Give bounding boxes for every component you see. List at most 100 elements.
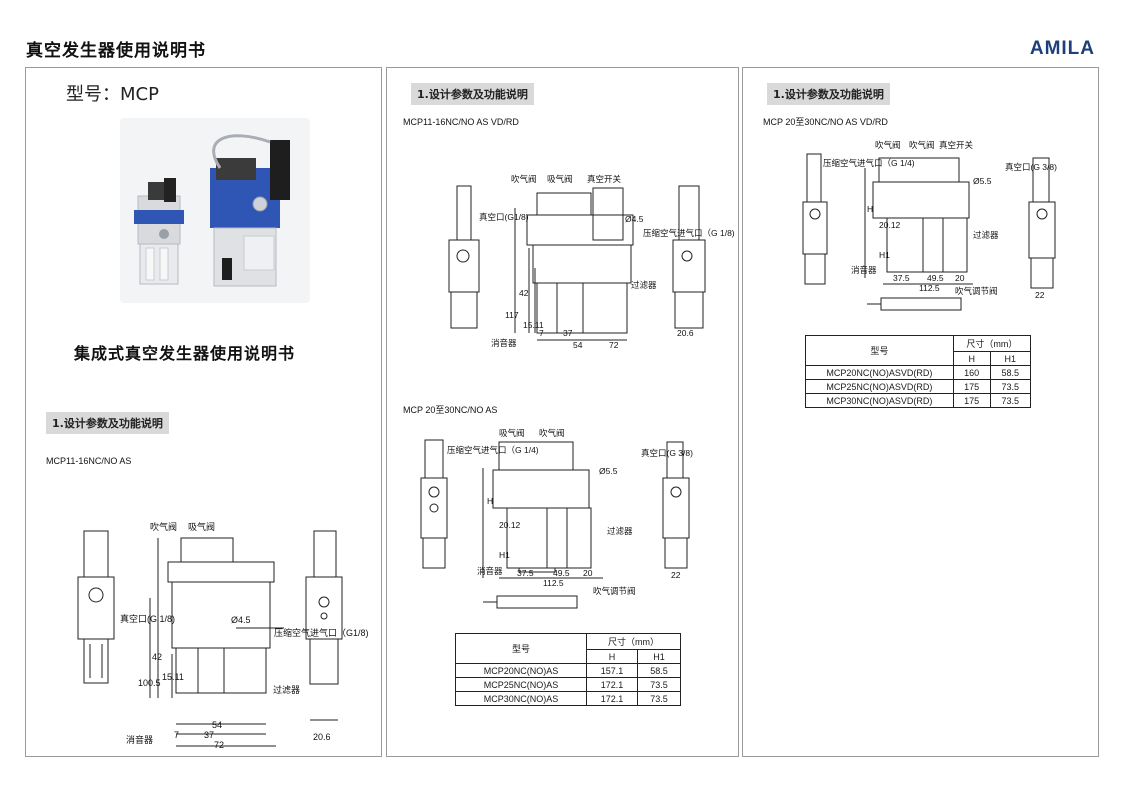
table-header-h: H <box>952 351 991 366</box>
label-pressure-inlet: 压缩空气进气口（G 1/4) <box>823 158 915 168</box>
table-header-size: 尺寸（mm） <box>952 335 1032 352</box>
dim-20: 20 <box>955 273 965 283</box>
label-blow-valve: 吹气阀 <box>909 140 935 150</box>
dim-20: 20 <box>583 568 593 578</box>
brand-logo: AMILA <box>1029 38 1095 59</box>
dim-54: 54 <box>573 340 583 350</box>
dim-22: 22 <box>671 570 681 580</box>
dim-37-5: 37.5 <box>893 273 910 283</box>
table-row: MCP25NC(NO)AS 172.1 73.5 <box>455 677 682 692</box>
label-blow-valve: 吹气阀 <box>150 521 177 532</box>
diagram-caption: MCP11-16NC/NO AS VD/RD <box>403 117 519 127</box>
dim-H1: H1 <box>499 550 510 560</box>
panel-design-params-2: 1.设计参数及功能说明 MCP11-16NC/NO AS VD/RD 吹气阀 吸… <box>386 67 739 757</box>
label-blow-valve-top: 吹气阀 <box>875 140 901 150</box>
dim-112-5: 112.5 <box>919 283 940 293</box>
dimension-table: 型号 尺寸（mm） H H1 MCP20NC(NO)ASVD(RD) 160 5… <box>805 335 1032 408</box>
dim-72: 72 <box>214 740 224 748</box>
label-suction-valve: 吸气阀 <box>547 174 573 184</box>
product-photo <box>120 118 310 303</box>
diagram-caption-2: MCP 20至30NC/NO AS <box>403 405 498 415</box>
diagram-caption: MCP11-16NC/NO AS <box>46 456 132 466</box>
label-pressure-inlet: 压缩空气进气口（G 1/4) <box>447 445 539 455</box>
label-vacuum-port: 真空口(G 1/8) <box>120 613 175 624</box>
dim-15-11: 15.11 <box>162 672 184 682</box>
dimension-table: 型号 尺寸（mm） H H1 MCP20NC(NO)AS 157.1 58.5 … <box>455 633 682 706</box>
dimension-diagram-mcp20-30-vd-rd: 吹气阀 吹气阀 真空开关 压缩空气进气口（G 1/4) 真空口(G 3/8) 过… <box>802 140 1057 311</box>
dim-54: 54 <box>212 720 222 730</box>
dim-22: 22 <box>1035 290 1045 300</box>
label-filter: 过滤器 <box>631 280 657 290</box>
dim-37-5: 37.5 <box>517 568 534 578</box>
panel-overview: 型号：MCP 集成式真空发生器使用说明书 1.设计参数及功能说明 MCP11-1… <box>25 67 382 757</box>
dim-72: 72 <box>609 340 619 350</box>
dim-49-5: 49.5 <box>927 273 944 283</box>
label-suction-valve: 吸气阀 <box>188 521 215 532</box>
dim-H1: H1 <box>879 250 890 260</box>
dim-20-6: 20.6 <box>677 328 694 338</box>
label-filter: 过滤器 <box>607 526 633 536</box>
label-vacuum-switch: 真空开关 <box>939 140 974 150</box>
dim-42: 42 <box>152 652 162 662</box>
dim-20-6: 20.6 <box>313 732 331 742</box>
dimension-diagram-mcp11-16-vd-rd: 吹气阀 吸气阀 真空开关 真空口(G1/8) 压缩空气进气口（G 1/8) 过滤… <box>448 174 735 350</box>
dim-37: 37 <box>563 328 573 338</box>
label-pressure-inlet: 压缩空气进气口（G1/8) <box>274 627 369 638</box>
dim-diameter: Ø4.5 <box>625 214 644 224</box>
vacuum-generator-illustration <box>134 134 290 287</box>
label-vacuum-port: 真空口(G 3/8) <box>641 448 693 458</box>
label-suction-valve: 吸气阀 <box>499 428 525 438</box>
label-blow-adjust-valve: 吹气调节阀 <box>955 286 998 296</box>
dim-15-11: 15.11 <box>523 320 544 330</box>
dim-42: 42 <box>519 288 529 298</box>
dim-diameter: Ø5.5 <box>973 176 992 186</box>
table-row: MCP20NC(NO)AS 157.1 58.5 <box>455 663 682 678</box>
table-header-h1: H1 <box>636 649 682 664</box>
section-label: 1.设计参数及功能说明 <box>767 83 890 105</box>
model-title: 型号：MCP <box>66 84 159 105</box>
manual-heading: 集成式真空发生器使用说明书 <box>74 344 296 363</box>
dim-20-12: 20.12 <box>499 520 521 530</box>
dim-diameter: Ø5.5 <box>599 466 618 476</box>
label-muffler: 消音器 <box>126 734 153 745</box>
diagram-caption: MCP 20至30NC/NO AS VD/RD <box>763 117 888 127</box>
label-filter: 过滤器 <box>973 230 999 240</box>
table-header-size: 尺寸（mm） <box>585 633 682 650</box>
table-row: MCP30NC(NO)ASVD(RD) 175 73.5 <box>805 393 1032 408</box>
dim-7: 7 <box>539 328 544 338</box>
label-vacuum-switch: 真空开关 <box>587 174 622 184</box>
label-muffler: 消音器 <box>477 566 503 576</box>
dimension-diagram-mcp20-30: 吸气阀 吹气阀 压缩空气进气口（G 1/4) 真空口(G 3/8) 过滤器 消音… <box>420 428 693 609</box>
dimension-diagram-mcp11-16: 吹气阀 吸气阀 真空口(G 1/8) 压缩空气进气口（G1/8) 过滤器 消音器… <box>77 521 369 748</box>
table-row: MCP25NC(NO)ASVD(RD) 175 73.5 <box>805 379 1032 394</box>
table-header-model: 型号 <box>455 633 587 664</box>
label-vacuum-port: 真空口(G 3/8) <box>1005 162 1057 172</box>
dim-diameter: Ø4.5 <box>231 615 251 625</box>
panel-design-params-3: 1.设计参数及功能说明 MCP 20至30NC/NO AS VD/RD 吹气阀 … <box>742 67 1099 757</box>
document-title: 真空发生器使用说明书 <box>26 41 206 61</box>
table-header-model: 型号 <box>805 335 954 366</box>
dim-7: 7 <box>174 730 179 740</box>
table-header-h1: H1 <box>989 351 1032 366</box>
label-filter: 过滤器 <box>273 684 300 695</box>
table-row: MCP20NC(NO)ASVD(RD) 160 58.5 <box>805 365 1032 380</box>
dim-H: H <box>867 204 873 214</box>
section-label: 1.设计参数及功能说明 <box>46 412 169 434</box>
dim-100-5: 100.5 <box>138 678 161 688</box>
dim-37: 37 <box>204 730 214 740</box>
label-blow-valve: 吹气阀 <box>539 428 565 438</box>
label-blow-valve: 吹气阀 <box>511 174 537 184</box>
label-pressure-inlet: 压缩空气进气口（G 1/8) <box>643 228 735 238</box>
label-muffler: 消音器 <box>851 265 877 275</box>
label-vacuum-port: 真空口(G1/8) <box>479 212 529 222</box>
dim-117: 117 <box>505 310 519 320</box>
dim-112-5: 112.5 <box>543 578 564 588</box>
dim-49-5: 49.5 <box>553 568 570 578</box>
table-row: MCP30NC(NO)AS 172.1 73.5 <box>455 691 682 706</box>
label-blow-adjust-valve: 吹气调节阀 <box>593 586 636 596</box>
label-muffler: 消音器 <box>491 338 517 348</box>
dim-20-12: 20.12 <box>879 220 901 230</box>
dim-H: H <box>487 496 493 506</box>
table-header-h: H <box>585 649 638 664</box>
section-label: 1.设计参数及功能说明 <box>411 83 534 105</box>
